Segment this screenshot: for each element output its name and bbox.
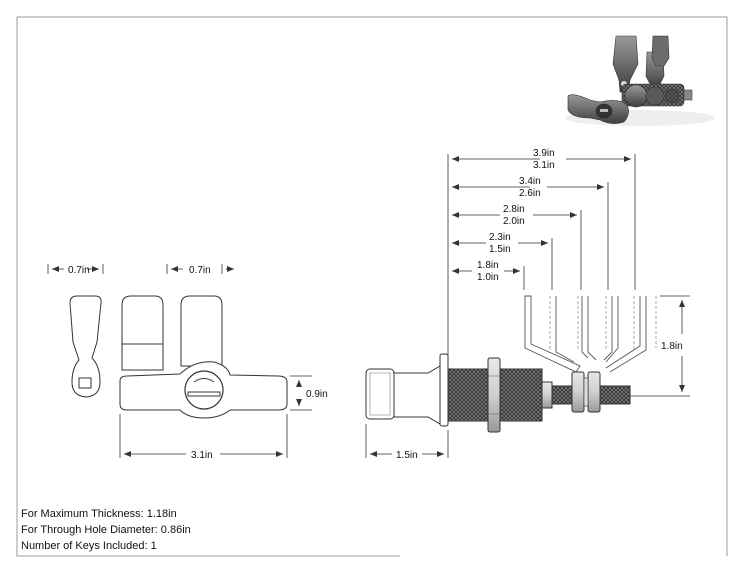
- dim-pair-4-max: 2.3in: [489, 232, 511, 243]
- dim-lever-width: 0.7in: [189, 265, 211, 276]
- lock-core: [184, 370, 224, 410]
- dim-overall-length: 1.5in: [396, 450, 418, 461]
- spec-max-thickness: For Maximum Thickness: 1.18in: [21, 508, 177, 520]
- shaft-nut-1: [571, 371, 585, 413]
- product-photo: [565, 35, 715, 126]
- dim-pair-2-max: 3.4in: [519, 176, 541, 187]
- dim-pair-1-max: 3.9in: [533, 148, 555, 159]
- side-dimensions: [47, 264, 312, 458]
- dim-key-width: 0.7in: [68, 265, 90, 276]
- lever-right: [180, 295, 223, 367]
- front-dimension-labels: 3.9in 3.1in 3.4in 2.6in 2.8in 2.0in 2.3i…: [396, 148, 683, 461]
- dim-pair-2-min: 2.6in: [519, 188, 541, 199]
- lever-left: [121, 295, 164, 371]
- spec-keys-included: Number of Keys Included: 1: [21, 540, 157, 552]
- key-outline: [69, 295, 102, 398]
- key-slot: [187, 391, 221, 397]
- dim-pair-3-min: 2.0in: [503, 216, 525, 227]
- sheet-frame: [16, 16, 728, 557]
- dim-pair-5-min: 1.0in: [477, 272, 499, 283]
- dim-handle-height: 0.9in: [306, 389, 328, 400]
- barrel-nut: [487, 357, 501, 433]
- body: [393, 365, 441, 425]
- dim-pair-4-min: 1.5in: [489, 244, 511, 255]
- front-dimensions: [365, 154, 690, 458]
- dim-pair-1-min: 3.1in: [533, 160, 555, 171]
- flange: [439, 353, 449, 427]
- dim-pair-3-max: 2.8in: [503, 204, 525, 215]
- spec-hole-diameter: For Through Hole Diameter: 0.86in: [21, 524, 191, 536]
- front-view: [365, 295, 657, 433]
- dim-pair-5-max: 1.8in: [477, 260, 499, 271]
- dim-handle-width: 3.1in: [191, 450, 213, 461]
- dim-cam-height: 1.8in: [661, 341, 683, 352]
- side-view: [69, 295, 288, 419]
- cam-arm-solid: [524, 295, 581, 373]
- shaft-nut-2: [587, 371, 601, 413]
